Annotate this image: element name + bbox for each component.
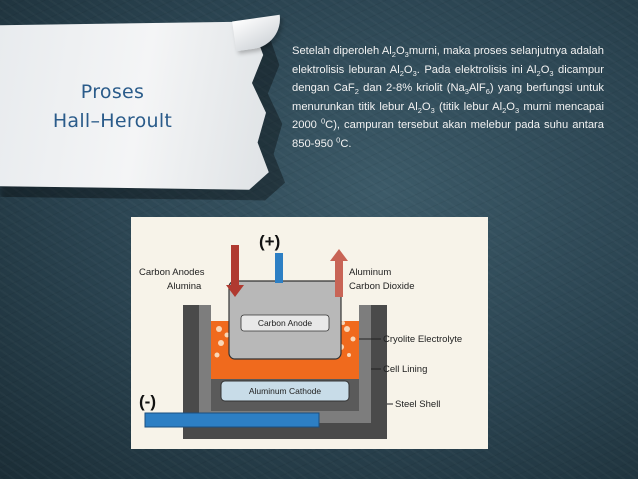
positive-terminal-label: (+) <box>259 232 280 251</box>
input-label-line1: Carbon Anodes <box>139 267 205 278</box>
text-run: murni, maka proses selanjutnya adalah el… <box>292 45 604 76</box>
text-run: C. <box>340 137 352 150</box>
subscript: 3 <box>404 50 409 60</box>
text-run: O <box>403 63 413 76</box>
hall-heroult-diagram: (+) (-) Carbon Anodes Alumina Aluminum C… <box>131 217 488 449</box>
subscript: 2 <box>399 68 404 78</box>
text-run: dan 2-8% kriolit (Na <box>358 82 465 95</box>
text-run: (titik lebur Al <box>434 100 503 113</box>
legend-lining-label: Cell Lining <box>383 364 427 375</box>
output-label-line1: Aluminum <box>349 267 391 278</box>
legend-shell-label: Steel Shell <box>395 399 440 410</box>
superscript: 0 <box>320 116 326 126</box>
output-label-line2: Carbon Dioxide <box>349 281 414 292</box>
anode-label: Carbon Anode <box>258 318 313 328</box>
cell-illustration: (+) (-) Carbon Anodes Alumina Aluminum C… <box>139 232 462 439</box>
text-run: murni mencapai 2000 <box>292 100 604 132</box>
superscript: 0 <box>336 135 341 145</box>
text-run: dicampur dengan CaF <box>292 63 605 95</box>
legend-electrolyte-label: Cryolite Electrolyte <box>383 334 462 345</box>
subscript: 3 <box>464 87 469 97</box>
negative-terminal-label: (-) <box>139 392 156 411</box>
subscript: 3 <box>549 68 554 78</box>
slide-title-line1: Proses <box>80 81 145 103</box>
cathode-label: Aluminum Cathode <box>249 386 322 396</box>
output-arrow <box>330 249 348 297</box>
torn-paper-card <box>0 21 269 190</box>
subscript: 2 <box>536 68 541 78</box>
subscript: 2 <box>354 87 359 97</box>
subscript: 2 <box>502 106 507 116</box>
input-label-line2: Alumina <box>167 281 202 292</box>
text-run: O <box>540 63 550 76</box>
text-run: C), campuran tersebut akan melebur pada … <box>292 119 605 150</box>
subscript: 3 <box>514 106 520 116</box>
slide-title-line2: Hall–Heroult <box>52 110 173 132</box>
anode-label-box <box>240 314 330 332</box>
text-run: AlF <box>468 82 486 95</box>
slide-title: Proses Hall–Heroult <box>0 78 225 136</box>
subscript: 6 <box>485 87 490 97</box>
text-run: O <box>395 45 405 57</box>
positive-bus-bar <box>275 253 283 283</box>
text-run: O <box>506 100 515 113</box>
text-run: Setelah diperoleh Al <box>292 45 392 57</box>
text-run: . Pada elektrolisis ini Al <box>416 63 537 76</box>
aluminum-cathode <box>220 380 350 402</box>
subscript: 3 <box>412 68 417 78</box>
body-paragraph: Setelah diperoleh Al2O3murni, maka prose… <box>292 42 604 154</box>
cell-lining <box>199 305 371 423</box>
subscript: 2 <box>391 50 396 60</box>
input-arrow <box>226 245 244 297</box>
subscript: 2 <box>417 106 422 116</box>
text-run: O <box>421 100 431 113</box>
negative-bus-bar <box>144 412 320 428</box>
subscript: 3 <box>430 106 435 116</box>
text-run: ) yang berfungsi untuk menurunkan titik … <box>292 82 605 113</box>
